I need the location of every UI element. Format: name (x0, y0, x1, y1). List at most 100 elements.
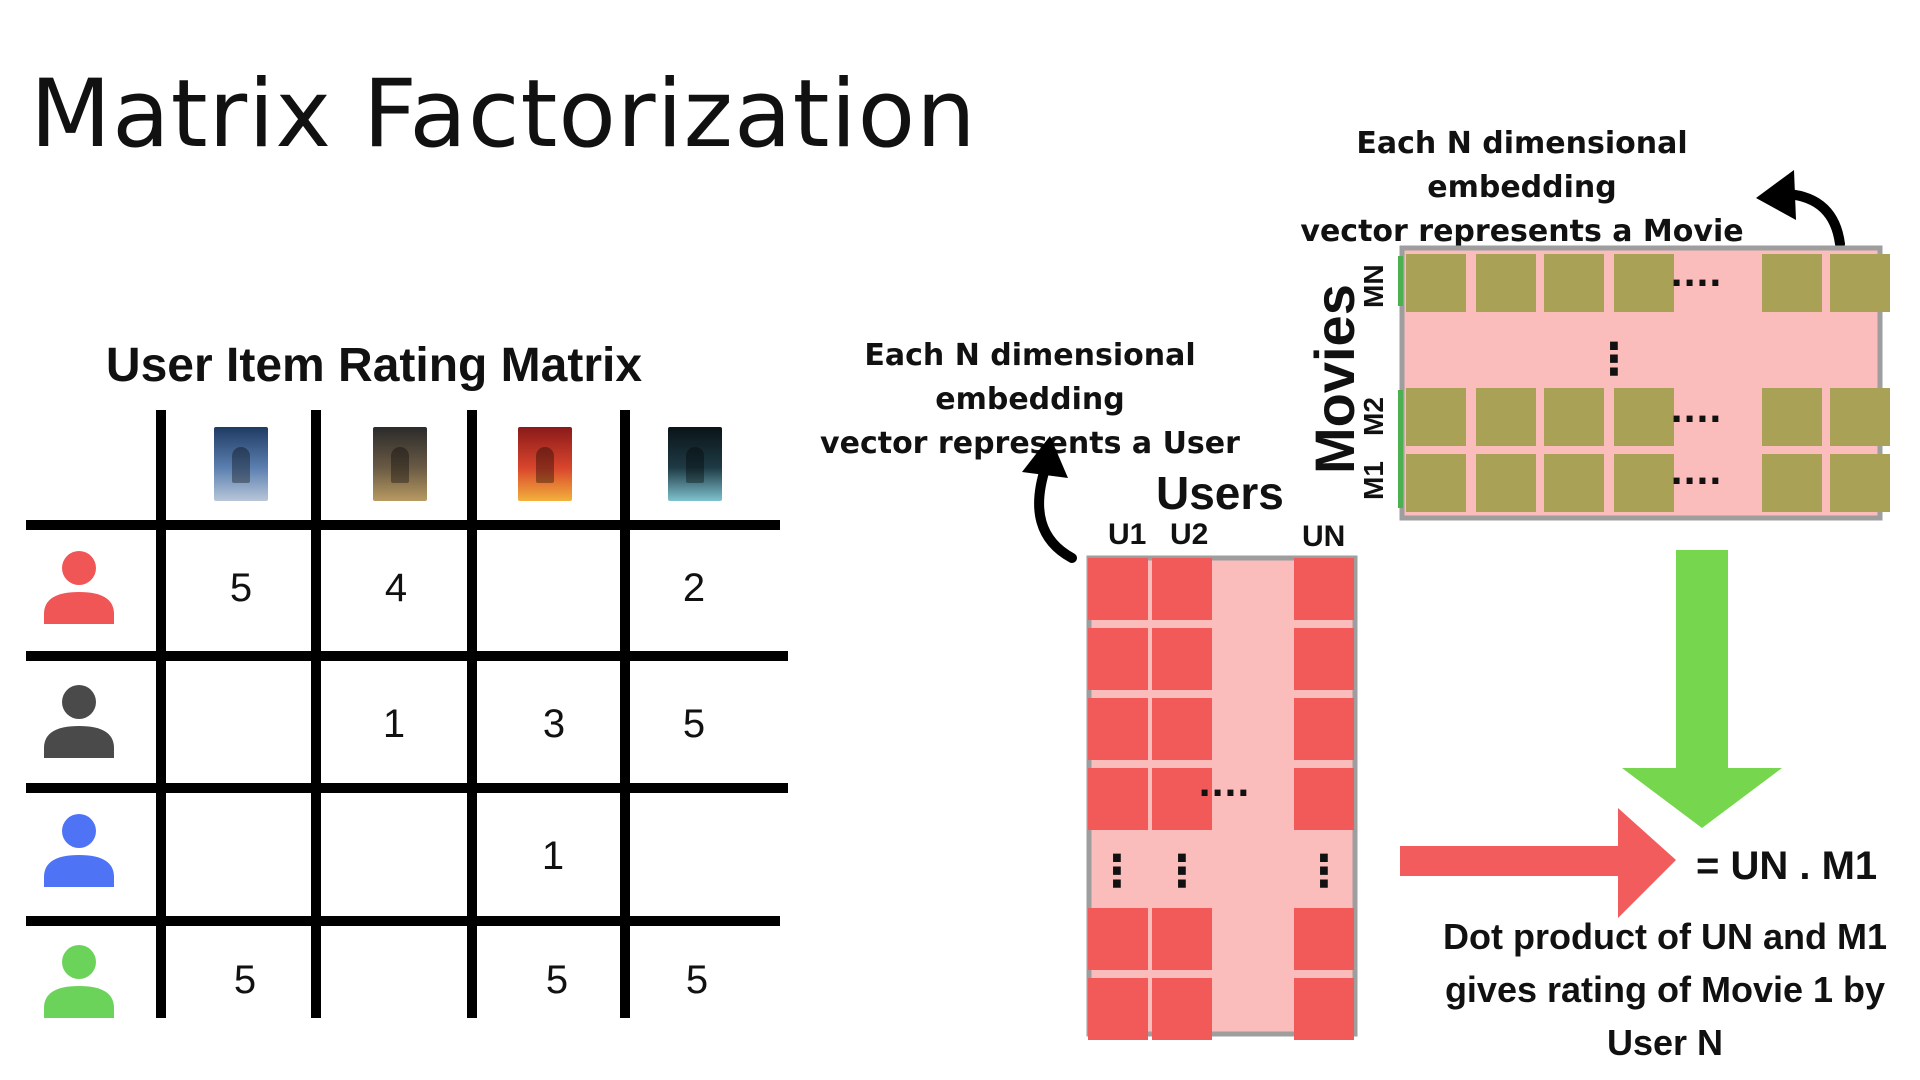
movie-embedding-caption-line2: vector represents a Movie (1300, 214, 1744, 249)
movie-matrix-cell (1406, 454, 1466, 512)
movie-embedding-caption: Each N dimensional embedding vector repr… (1262, 122, 1782, 254)
user-matrix-cell (1294, 908, 1354, 970)
result-explanation-line3: User N (1606, 1022, 1724, 1063)
user-matrix-cell (1152, 698, 1212, 760)
curved-arrow-icon (1756, 170, 1845, 248)
movie-matrix-dots-horizontal: .... (1670, 453, 1722, 493)
user-matrix-dots-horizontal: .... (1198, 765, 1250, 805)
grid-line-horizontal (26, 783, 788, 793)
grid-line-vertical (620, 410, 630, 1018)
rating-matrix-heading: User Item Rating Matrix (105, 339, 643, 392)
poster-figure (686, 447, 704, 483)
grid-line-horizontal (26, 520, 780, 530)
movie-row-label: M1 (1358, 461, 1389, 500)
user-matrix-cell (1152, 768, 1212, 830)
grid-line-vertical (156, 410, 166, 1018)
rating-cell: 5 (233, 958, 257, 1002)
user-column-label: UN (1302, 520, 1346, 553)
movie-matrix-dots-horizontal: .... (1670, 255, 1722, 295)
user-matrix-cell (1088, 978, 1148, 1040)
users-label: Users (1156, 467, 1284, 519)
movie-matrix-cell (1544, 254, 1604, 312)
result-explanation: Dot product of UN and M1 gives rating of… (1410, 910, 1920, 1069)
movie-poster-4-icon (668, 427, 722, 501)
user-icon (44, 814, 114, 887)
movie-matrix-cell (1614, 388, 1674, 446)
rating-cell: 5 (545, 958, 569, 1002)
user-matrix-cell (1294, 768, 1354, 830)
user-embedding-matrix: .... ⋮ ⋮ ⋮ (1086, 555, 1358, 1040)
movie-matrix-cell (1614, 254, 1674, 312)
poster-figure (391, 447, 409, 483)
user-matrix-cell (1088, 558, 1148, 620)
user-icon (44, 551, 114, 624)
user-matrix-cell (1294, 698, 1354, 760)
result-equation: = UN . M1 (1696, 844, 1878, 888)
movie-matrix-accent (1398, 256, 1403, 306)
rating-cell: 2 (682, 566, 706, 610)
user-matrix-cell (1088, 908, 1148, 970)
movie-embedding-matrix: .... .... .... ⋮ (1398, 245, 1890, 521)
user-column-label: U2 (1170, 518, 1209, 551)
user-embedding-caption-line2: vector represents a User (820, 426, 1240, 461)
movie-matrix-cell (1406, 254, 1466, 312)
movie-matrix-cell (1762, 254, 1822, 312)
user-icon (44, 685, 114, 758)
grid-line-vertical (311, 410, 321, 1018)
movie-matrix-cell (1476, 254, 1536, 312)
rating-cell: 4 (384, 566, 408, 610)
grid-line-horizontal (26, 651, 788, 661)
rating-cell: 1 (541, 834, 565, 878)
red-arrow-icon (1400, 808, 1676, 918)
page-title: Matrix Factorization (30, 60, 977, 169)
movie-matrix-accent (1398, 390, 1403, 508)
movie-matrix-cell (1406, 388, 1466, 446)
user-embedding-caption-line1: Each N dimensional embedding (864, 338, 1196, 417)
user-matrix-cell (1088, 768, 1148, 830)
movie-matrix-cell (1830, 388, 1890, 446)
user-matrix-cell (1152, 628, 1212, 690)
movie-poster-2-icon (373, 427, 427, 501)
movies-label: Movies (1303, 284, 1366, 474)
rating-cell: 3 (542, 702, 566, 746)
movie-poster-3-icon (518, 427, 572, 501)
result-explanation-line2: gives rating of Movie 1 by (1444, 969, 1886, 1010)
user-icon (44, 945, 114, 1018)
user-embedding-caption: Each N dimensional embedding vector repr… (770, 334, 1290, 466)
result-explanation-line1: Dot product of UN and M1 (1443, 916, 1887, 957)
movie-matrix-cell (1762, 388, 1822, 446)
movie-matrix-cell (1476, 388, 1536, 446)
green-arrow-icon (1622, 550, 1782, 828)
movie-matrix-cell (1614, 454, 1674, 512)
rating-cell: 5 (229, 566, 253, 610)
rating-cell: 1 (382, 702, 406, 746)
user-matrix-cell (1088, 698, 1148, 760)
movie-embedding-caption-line1: Each N dimensional embedding (1356, 126, 1688, 205)
user-matrix-cell (1294, 558, 1354, 620)
user-matrix-cell (1294, 628, 1354, 690)
movie-row-label: M2 (1358, 397, 1389, 436)
grid-line-vertical (467, 410, 477, 1018)
movie-matrix-dots-vertical: ⋮ (1592, 334, 1636, 385)
user-matrix-cell (1088, 628, 1148, 690)
user-matrix-dots-vertical: ⋮ (1302, 846, 1346, 897)
movie-matrix-cell (1544, 454, 1604, 512)
curved-arrow-icon (1022, 436, 1077, 563)
user-matrix-cell (1152, 978, 1212, 1040)
rating-cell: 5 (682, 702, 706, 746)
movie-matrix-cell (1762, 454, 1822, 512)
movie-matrix-cell (1830, 454, 1890, 512)
rating-cell: 5 (685, 958, 709, 1002)
movie-row-label: MN (1358, 264, 1389, 308)
user-matrix-cell (1294, 978, 1354, 1040)
poster-figure (232, 447, 250, 483)
movie-matrix-cell (1830, 254, 1890, 312)
user-matrix-cell (1152, 908, 1212, 970)
user-matrix-cell (1152, 558, 1212, 620)
user-matrix-dots-vertical: ⋮ (1160, 846, 1204, 897)
user-matrix-dots-vertical: ⋮ (1095, 846, 1139, 897)
movie-matrix-dots-horizontal: .... (1670, 391, 1722, 431)
movie-poster-1-icon (214, 427, 268, 501)
grid-line-horizontal (26, 916, 780, 926)
movie-matrix-cell (1544, 388, 1604, 446)
